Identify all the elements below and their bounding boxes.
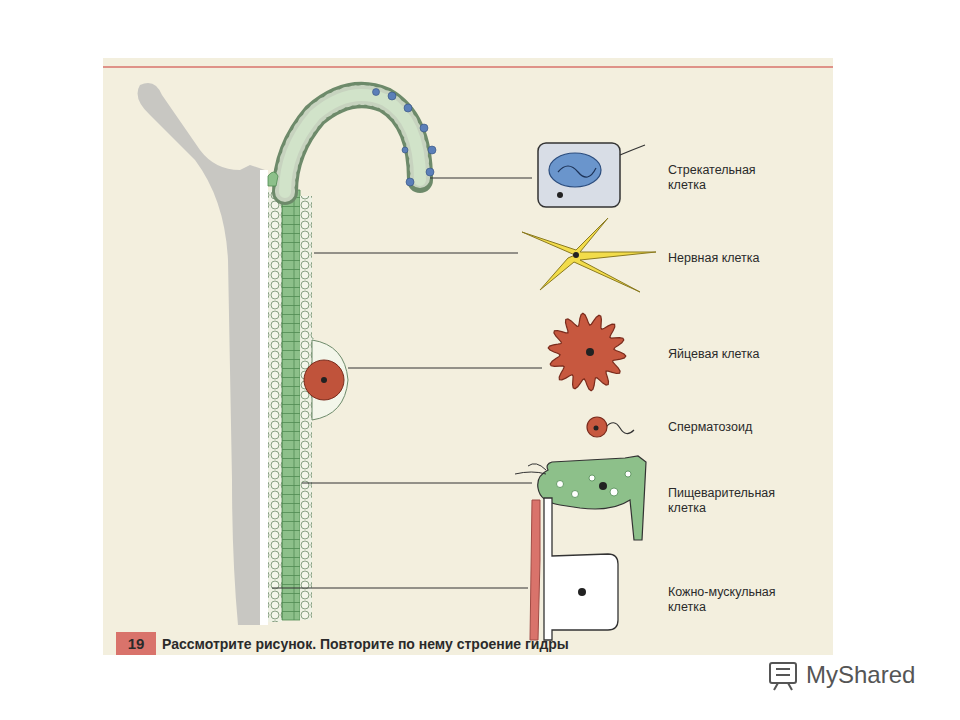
cell-label: Пищеварительная клетка	[668, 486, 788, 516]
skin-muscle-cell	[544, 498, 618, 640]
tentacle-cells	[285, 95, 420, 192]
figure-number: 19	[116, 635, 156, 653]
tentacle-outer	[285, 95, 420, 192]
sperm-head	[587, 417, 607, 437]
leader-lines	[272, 178, 542, 588]
digestive-flagella	[515, 464, 546, 474]
rule-line	[103, 66, 833, 68]
stinging-capsule	[549, 153, 601, 187]
cell-label: Кожно-мускульная клетка	[668, 585, 788, 615]
tentacle-inner	[285, 95, 420, 192]
egg-nucleus	[321, 377, 327, 383]
stinging-cell	[538, 143, 620, 207]
cell-label: Стрекательная клетка	[668, 163, 778, 193]
digestive-vacuoles	[557, 471, 632, 498]
endoderm	[282, 190, 303, 620]
page-panel	[103, 58, 833, 655]
cell-label: Сперматозоид	[668, 420, 798, 435]
muscle-fiber	[530, 500, 540, 640]
nerve-cell	[522, 218, 656, 292]
egg-in-body	[304, 360, 344, 400]
watermark: MyShared	[806, 661, 936, 688]
number-box	[116, 632, 156, 655]
hydra-silhouette	[138, 83, 268, 625]
cell-label: Яйцевая клетка	[668, 347, 798, 362]
sperm-tail	[606, 423, 634, 434]
skin-muscle-nucleus	[578, 588, 586, 596]
caption: Рассмотрите рисунок. Повторите по нему с…	[162, 636, 569, 653]
stinging-clusters	[373, 89, 437, 187]
egg-cell	[548, 313, 626, 391]
sperm-nucleus	[594, 426, 599, 431]
stinging-nucleus	[557, 192, 563, 198]
digestive-nucleus	[599, 482, 607, 490]
mesoglea	[260, 170, 268, 625]
digestive-cell	[538, 456, 646, 540]
stinging-cnidocil	[620, 145, 645, 155]
mouth-edge	[268, 172, 278, 186]
ectoderm	[268, 190, 282, 622]
egg-cell-nucleus	[586, 348, 594, 356]
watermark-icon	[770, 663, 796, 690]
nerve-nucleus	[573, 252, 579, 258]
stinging-thread	[558, 166, 596, 177]
cell-label: Нервная клетка	[668, 251, 798, 266]
